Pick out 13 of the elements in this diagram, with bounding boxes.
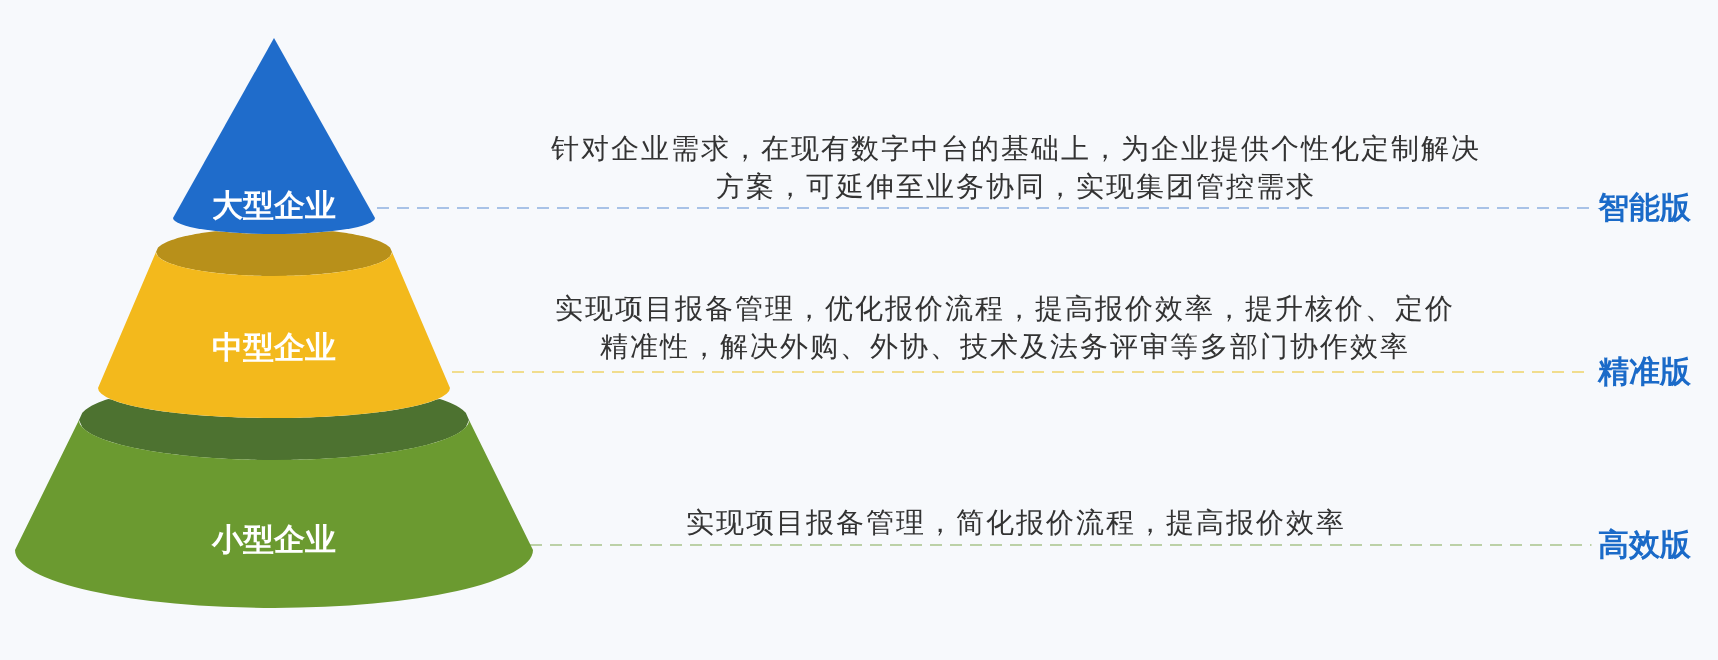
leader-line [529, 544, 1593, 546]
tier-label: 小型企业 [212, 520, 336, 559]
version-label: 智能版 [1597, 187, 1691, 229]
description-text: 针对企业需求，在现有数字中台的基础上，为企业提供个性化定制解决方案，可延伸至业务协同，实现集团管控需求 [550, 131, 1482, 205]
cone-tier [173, 38, 375, 234]
frustum-tier [15, 420, 533, 608]
tier-label: 中型企业 [212, 328, 336, 367]
frustum-tier [98, 252, 450, 418]
description-text: 实现项目报备管理，优化报价流程，提高报价效率，提升核价、定价精准性，解决外购、外协、技术及法务评审等多部门协作效率 [554, 291, 1456, 365]
version-label: 高效版 [1597, 524, 1691, 566]
version-label: 精准版 [1597, 351, 1691, 393]
description-text: 实现项目报备管理，简化报价流程，提高报价效率 [685, 505, 1347, 541]
tier-label: 大型企业 [212, 186, 336, 225]
